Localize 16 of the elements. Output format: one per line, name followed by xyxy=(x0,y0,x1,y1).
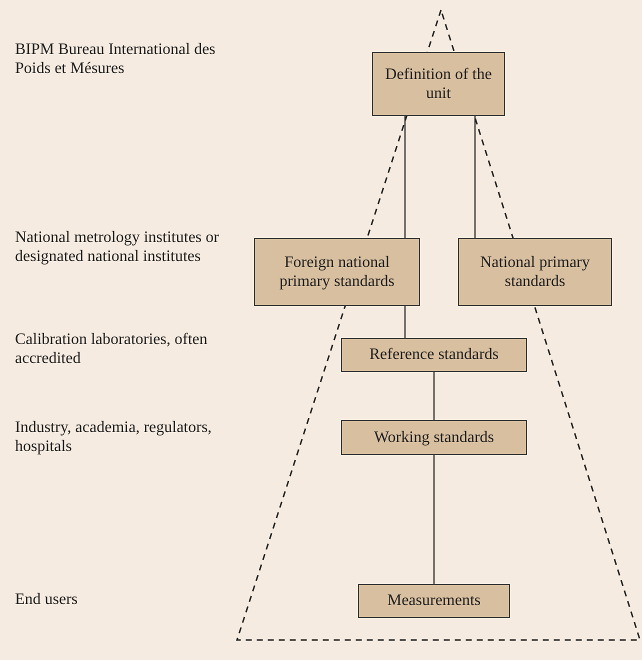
standard-box: Working standards xyxy=(341,420,527,455)
standard-box: Measurements xyxy=(358,584,510,618)
level-label: Calibration laboratories, often accredited xyxy=(15,330,208,368)
connector-line xyxy=(404,116,406,238)
connector-line xyxy=(433,455,435,584)
standard-box: Definition of the unit xyxy=(372,52,505,116)
level-label: End users xyxy=(15,590,79,610)
connector-line xyxy=(433,372,435,420)
connector-line xyxy=(404,306,406,338)
level-label: Industry, academia, regulators, hospitals xyxy=(15,418,213,456)
standard-box: National primary standards xyxy=(458,238,612,306)
connector-line xyxy=(474,116,476,238)
standard-box: Reference standards xyxy=(341,338,527,372)
level-label: National metrology institutes or designated national institutes xyxy=(15,228,220,266)
standard-box: Foreign national primary standards xyxy=(254,238,420,306)
level-label: BIPM Bureau International des Poids et Mésures xyxy=(15,40,216,78)
